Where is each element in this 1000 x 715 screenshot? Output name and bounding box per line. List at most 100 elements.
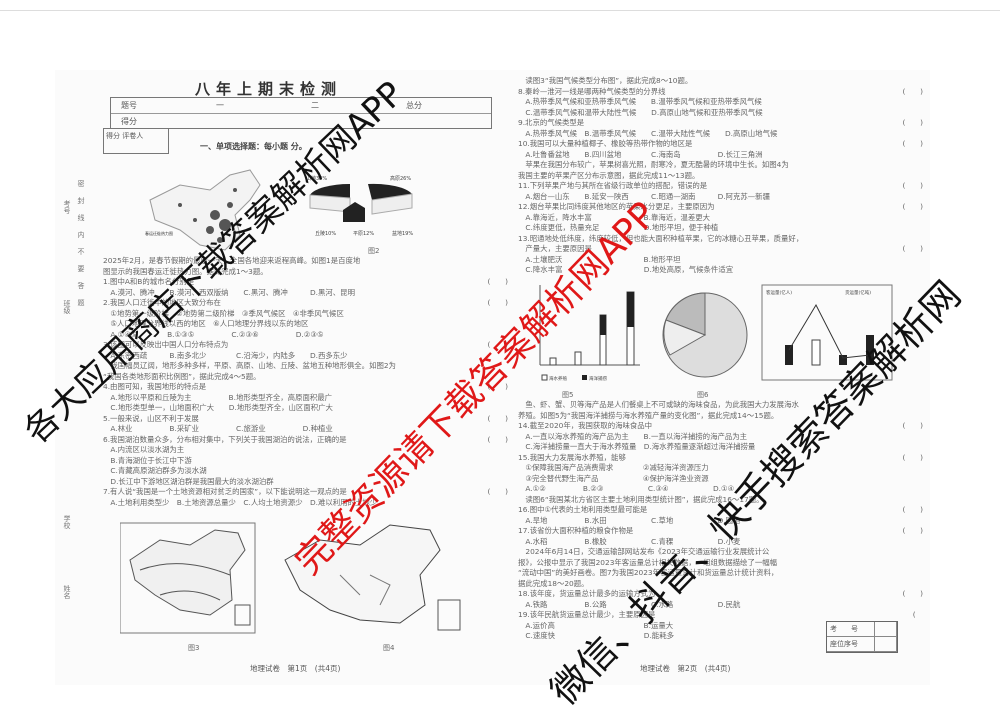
bar [600,315,606,335]
question-line: ③完全替代野生海产品 ④保护海洋渔业资源 [518,474,923,485]
question-line: A.①④⑤ B.①③⑤ C.②③⑥ D.②③⑤ [103,330,508,341]
question-line: ①地势第一级阶梯 ②地势第二级阶梯 ③季风气候区 ④非季风气候区 [103,309,508,320]
answer-bracket: ( ) [487,382,508,391]
line-text: A.热带季风气候 B.温带季风气候 C.温带大陆性气候 D.高原山地气候 [518,128,778,138]
question-line: C.纬度更低，热量充足 D.地形平坦，便于种植 [518,223,923,234]
question-line: 5.一般来说，山区不利于发展( ) [103,414,508,425]
answer-bracket: ( ) [487,487,508,496]
question-line: D.长江中下游地区湖泊群是我国最大的淡水湖泊群 [103,477,508,488]
line-text: A.一直以海水养殖的海产品为主 B.一直以海洋捕捞的海产品为主 [518,431,748,441]
fig5-caption: 图5 [562,391,574,399]
line-text: A.①② B.②③ C.③④ D.①④ [518,484,735,493]
answer-bracket: ( ) [902,452,923,462]
name-label: 姓名 [63,585,71,599]
right-page-footer: 地理试卷 第2页 (共4页) [640,664,731,673]
grader-box: 得分 评卷人 [103,128,169,154]
question-line: A.地形以平原和丘陵为主 B.地形类型齐全，高原面积最广 [103,393,508,404]
bar [811,339,821,366]
line-text: A.地形以平原和丘陵为主 B.地形类型齐全，高原面积最广 [103,392,333,402]
answer-bracket: ( ) [902,589,923,598]
line-text: 3.该图可以反映出中国人口分布特点为 [103,340,229,349]
line-text: 16.图中①代表的土地利用类型最可能是 [518,505,648,514]
line-text: 12.烟台苹果比同纬度其他地区的苹果水分更足，主要原因为 [518,202,715,211]
question-line: A.吐鲁番盆地 B.四川盆地 C.海南岛 D.长江三角洲 [518,150,923,161]
score-row-header: 题号 一 二 总分 [111,98,491,114]
line-text: 我国幅员辽阔，地形多种多样，平原、高原、山地、丘陵、盆地五种地形俱全。如图2为 [103,361,396,370]
answer-bracket: ( ) [902,181,923,190]
terrain-pie-3d [309,183,413,222]
question-line: 鱼、虾、蟹、贝等海产品是人们餐桌上不可或缺的海味食品，为此我国大力发展海水 [518,400,923,411]
fig1-label: 春运迁徙热力图 [145,230,173,236]
figures-3-4 [120,522,461,634]
bar [627,292,634,327]
exam-number-label: 考号 [63,200,71,214]
line-series [788,303,871,359]
question-line: 19.该年民航货运量总计最少，主要原因是( [518,610,923,621]
question-line: 2025年2月，是春节假期的最后一天，全国各地迎来返程高峰。如图1是百度地 [103,256,508,267]
left-question-text: 2025年2月，是春节假期的最后一天，全国各地迎来返程高峰。如图1是百度地图显示… [103,256,508,508]
fig6-pie-chart [662,292,748,378]
slice-label: 山地33% [306,175,327,182]
line-text: 养殖。如图5为“我国海洋捕捞与海水养殖产量的变化图”，据此完成14～15题。 [518,410,779,420]
line-text: 5.一般来说，山区不利于发展 [103,413,199,423]
question-line: 8.秦岭—淮河一线是哪两种气候类型的分界线( ) [518,87,923,98]
cell: 得分 [121,117,137,126]
question-line: 读图6“我国某北方省区主要土地利用类型统计图”，据此完成16～17题。 [518,495,923,506]
question-line: ⑤人口地理分界线以西的地区 ⑥人口地理分界线以东的地区 [103,319,508,330]
line-text: A.漠河、腾冲 B.漠河、西双版纳 C.黑河、腾冲 D.黑河、昆明 [103,287,355,297]
question-line: B.青海湖位于长江中下游 [103,456,508,467]
line-text: 报》，公报中显示了我国2023年客运量总计相关数据，一组组数据描绘了一幅幅 [518,557,778,567]
line-text: A.土地利用类型少 B.土地资源总量少 C.人均土地资源少 D.难以利用的土地少 [103,497,378,507]
seat-label: 座位序号 [827,637,875,652]
line-text: 8.秦岭—淮河一线是哪两种气候类型的分界线 [518,86,666,96]
line-text: A.土壤肥沃 B.地形平坦 [518,254,681,264]
seat-label: 考 号 [827,622,875,637]
score-row-score: 得分 [111,114,491,129]
line-text: 2024年6月14日，交通运输部网站发布《2023年交通运输行业发展统计公 [518,547,770,556]
question-line: 图显示的我国春运迁徙热力图。据此完成1～3题。 [103,267,508,278]
line-text: A.靠海近，降水丰富 B.靠海近，温差更大 [518,212,711,222]
score-table: 题号 一 二 总分 得分 [110,97,492,129]
line-text: 据此完成18～20题。 [518,578,589,588]
answer-bracket: ( ) [902,139,923,148]
answer-bracket: ( ) [902,202,923,211]
line-text: 7.有人说“我国是一个土地资源相对贫乏的国家”，以下能说明这一观点的是 [103,487,347,496]
line-text: 9.北京的气候类型是 [518,118,585,127]
heat-dots [178,188,237,243]
question-line: ①保障我国海产品消费需求 ②减轻海洋资源压力 [518,463,923,474]
question-line: C.降水丰富 D.地处高原，气候条件适宜 [518,265,923,276]
fig7-legend: 客运量(亿人) [766,289,792,296]
section-heading: 一、单项选择题：每小题 分。 [200,142,307,151]
line-text: 18.该年度，货运量总计最多的运输方式为 [518,589,656,598]
line-text: “我国各类地形面积比例图”，据此完成4～5题。 [103,371,261,381]
slice-label: 盆地19% [392,230,413,237]
question-line: A.旱地 B.水田 C.草地 D.园地 [518,516,923,527]
bar [549,357,557,366]
line-text: 2025年2月，是春节假期的最后一天，全国各地迎来返程高峰。如图1是百度地 [103,256,361,265]
question-line: 15.我国大力发展海水养殖，能够( ) [518,453,923,464]
bar [785,345,793,365]
line-text: A.内流区以淡水湖为主 [103,445,185,454]
line-text: A.林业 B.采矿业 C.旅游业 D.种植业 [103,424,333,433]
line-text: ⑤人口地理分界线以西的地区 ⑥人口地理分界线以东的地区 [103,319,309,328]
question-line: A.运价高 B.运量大 [518,621,923,632]
fig6-caption: 图6 [697,391,709,399]
question-line: C.速度快 D.能耗多 [518,631,923,642]
question-line: 11.下列苹果产地与其所在省级行政单位的搭配，错误的是( ) [518,181,923,192]
answer-bracket: ( ) [487,434,508,444]
question-line: A.一直以海水养殖的海产品为主 B.一直以海洋捕捞的海产品为主 [518,432,923,443]
line-text: 图显示的我国春运迁徙热力图。据此完成1～3题。 [103,266,268,276]
answer-bracket: ( ) [487,298,508,307]
line-text: D.长江中下游地区湖泊群是我国最大的淡水湖泊群 [103,476,274,486]
question-line: 产量大，主要原因是( ) [518,244,923,255]
question-line: 我国主要的苹果产区分布示意图，据此完成11～13题。 [518,171,923,182]
question-line: A.水稻 B.橡胶 C.青稞 D.小麦 [518,537,923,548]
figures-1-2: 春运迁徙热力图 山地33% 高原26% 丘陵10% 平原12% 盆地19% [145,169,413,251]
question-line: A.林业 B.采矿业 C.旅游业 D.种植业 [103,424,508,435]
right-question-text-top: 读图3“我国气候类型分布图”，据此完成8～10题。8.秦岭—淮河一线是哪两种气候… [518,76,923,276]
line-text: A.水稻 B.橡胶 C.青稞 D.小麦 [518,536,741,546]
line-text: C.降水丰富 D.地处高原，气候条件适宜 [518,265,734,274]
line-text: A.①④⑤ B.①③⑤ C.②③⑥ D.②③⑤ [103,329,324,339]
question-line: A.土壤肥沃 B.地形平坦 [518,255,923,266]
question-line: 4.由图可知，我国地形的特点是( ) [103,382,508,393]
